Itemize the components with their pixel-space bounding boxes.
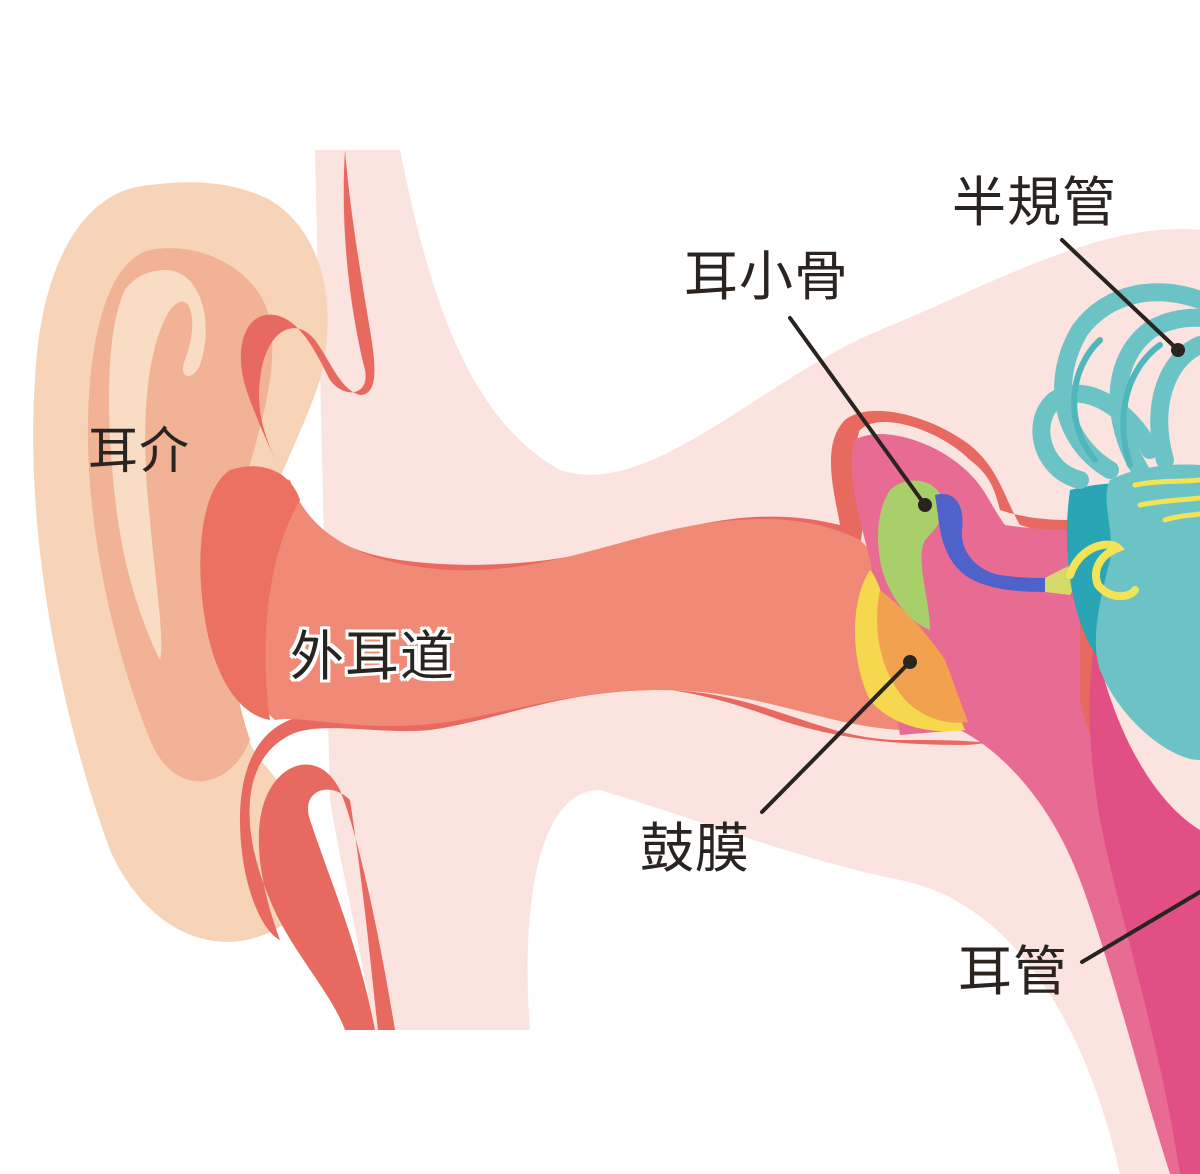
ear-canal-wall [240, 150, 1200, 1030]
leader-line-semicircular [1060, 238, 1180, 352]
leader-line-eustachian [1080, 890, 1200, 964]
oval-window-arc [1066, 540, 1139, 601]
label-eardrum: 鼓膜 [640, 817, 750, 880]
leader-dot-semicircular [1171, 343, 1185, 357]
label-ear-canal: 外耳道 [290, 625, 455, 688]
ear-canal-inner [205, 478, 900, 730]
label-ossicles: 耳小骨 [684, 245, 849, 308]
ear-canal-entrance [200, 466, 300, 720]
inner-ear-nerves [1132, 477, 1200, 523]
label-pinna: 耳介 [88, 422, 190, 480]
leader-dots [903, 343, 1185, 669]
pinna-helix [108, 270, 206, 660]
leader-dot-eardrum [903, 655, 917, 669]
leader-lines [760, 238, 1200, 964]
middle-ear-cavity [851, 434, 1200, 1174]
label-semicircular-canals: 半規管 [952, 171, 1117, 234]
leader-dot-ossicles [918, 498, 932, 512]
inner-ear-body [1095, 464, 1200, 760]
leader-line-ossicles [788, 316, 927, 507]
semicircular-canals-highlight [1071, 337, 1163, 468]
label-eustachian-tube: 耳管 [958, 940, 1068, 1003]
ossicle-malleus [878, 480, 944, 630]
eardrum-inner [877, 590, 968, 723]
leader-line-eardrum [760, 660, 912, 814]
eustachian-tube [1089, 640, 1200, 1174]
ossicle-stapes [935, 494, 1045, 592]
